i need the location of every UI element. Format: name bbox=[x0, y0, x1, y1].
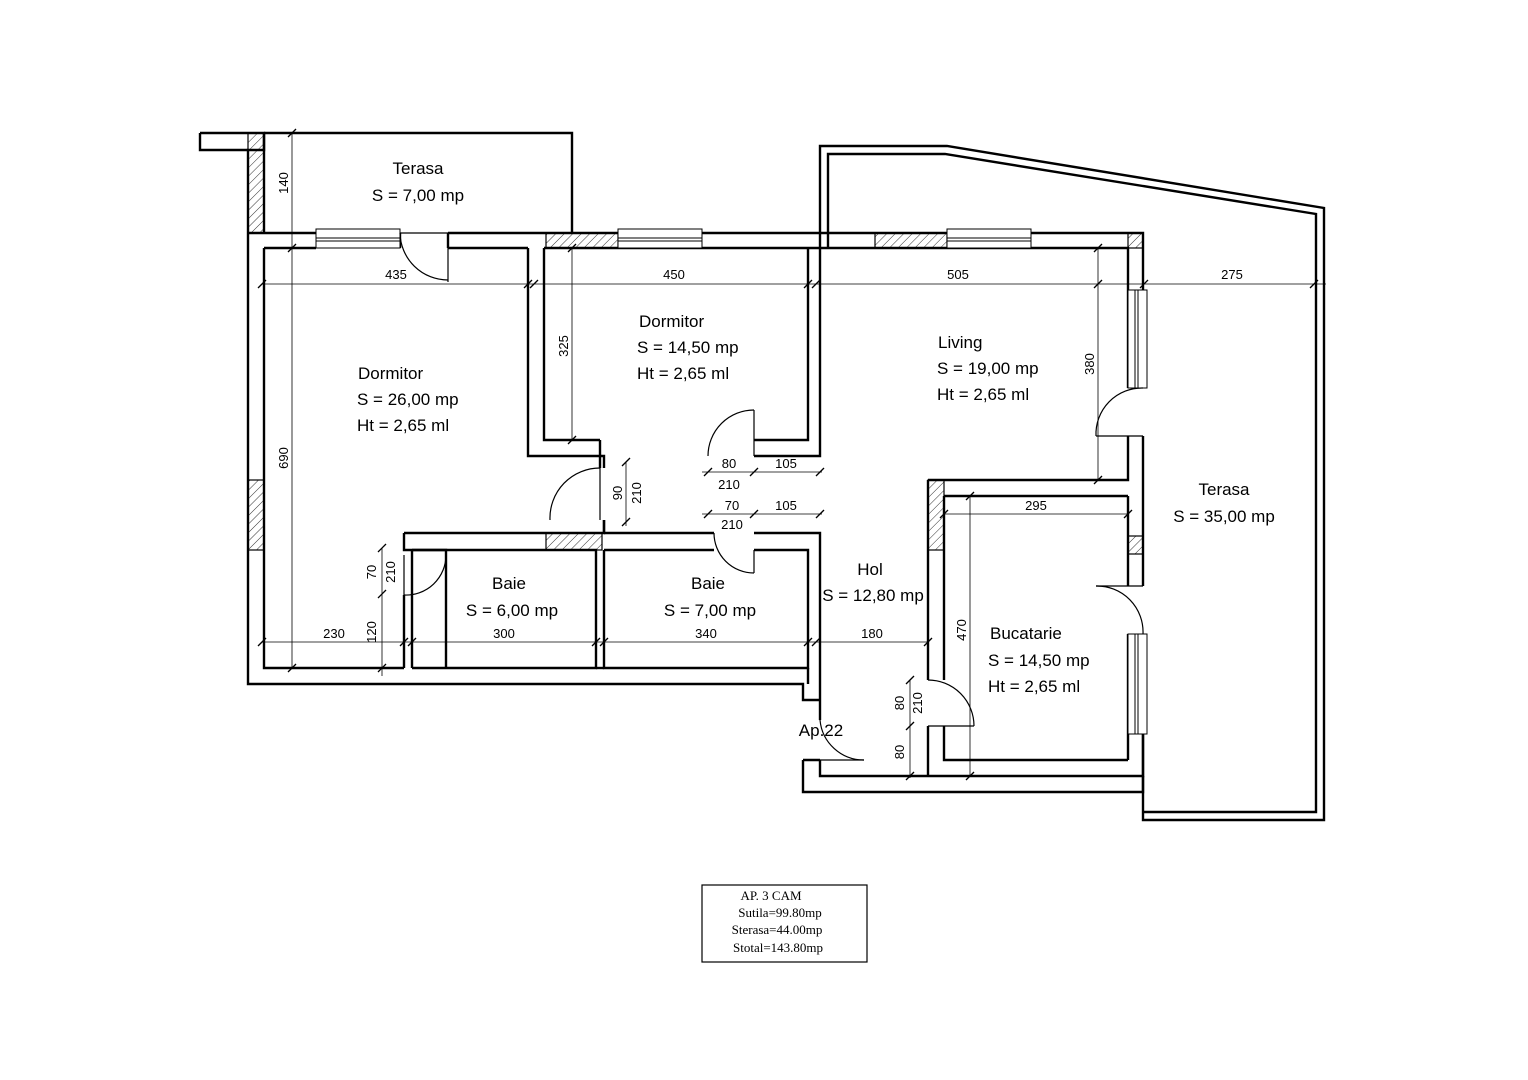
dim-dormitor1-depth: 690 bbox=[276, 447, 291, 469]
dim-bottom-180: 180 bbox=[861, 626, 883, 641]
dim-door-b-210: 210 bbox=[721, 517, 743, 532]
room-labels: Terasa S = 7,00 mp Dormitor S = 26,00 mp… bbox=[357, 159, 1275, 740]
apartment-number: Ap.22 bbox=[799, 721, 843, 740]
dim-dormitor2-depth: 325 bbox=[556, 335, 571, 357]
svg-text:S = 14,50 mp: S = 14,50 mp bbox=[988, 651, 1090, 670]
dim-entry-210: 210 bbox=[910, 692, 925, 714]
svg-text:S = 7,00 mp: S = 7,00 mp bbox=[372, 186, 464, 205]
dim-bucatarie-depth: 470 bbox=[954, 619, 969, 641]
dim-bucatarie-width: 295 bbox=[1025, 498, 1047, 513]
svg-text:Baie: Baie bbox=[492, 574, 526, 593]
dim-door-a-105: 105 bbox=[775, 456, 797, 471]
svg-text:Ht = 2,65 ml: Ht = 2,65 ml bbox=[637, 364, 729, 383]
dim-terasa-depth: 140 bbox=[276, 172, 291, 194]
svg-text:Living: Living bbox=[938, 333, 982, 352]
doors bbox=[399, 232, 1144, 761]
svg-text:Terasa: Terasa bbox=[392, 159, 444, 178]
svg-text:Ht = 2,65 ml: Ht = 2,65 ml bbox=[357, 416, 449, 435]
room-baie-1: Baie S = 6,00 mp bbox=[466, 574, 558, 620]
dim-entry-80-top: 80 bbox=[892, 696, 907, 710]
legend-total: Stotal=143.80mp bbox=[733, 940, 823, 955]
legend-terasa: Sterasa=44.00mp bbox=[732, 922, 823, 937]
dim-living-width: 505 bbox=[947, 267, 969, 282]
legend-title: AP. 3 CAM bbox=[740, 888, 801, 903]
room-dormitor-1: Dormitor S = 26,00 mp Ht = 2,65 ml bbox=[357, 364, 459, 435]
svg-text:Dormitor: Dormitor bbox=[358, 364, 424, 383]
room-terasa-e: Terasa S = 35,00 mp bbox=[1173, 480, 1275, 526]
svg-text:Baie: Baie bbox=[691, 574, 725, 593]
legend-utila: Sutila=99.80mp bbox=[738, 905, 822, 920]
dim-door-c-210: 210 bbox=[629, 482, 644, 504]
room-living: Living S = 19,00 mp Ht = 2,65 ml bbox=[937, 333, 1039, 404]
dim-door-c-90: 90 bbox=[610, 486, 625, 500]
svg-text:S = 26,00 mp: S = 26,00 mp bbox=[357, 390, 459, 409]
svg-text:Hol: Hol bbox=[857, 560, 883, 579]
dim-door-b-105: 105 bbox=[775, 498, 797, 513]
room-baie-2: Baie S = 7,00 mp bbox=[664, 574, 756, 620]
dim-entry-80-bottom: 80 bbox=[892, 745, 907, 759]
svg-text:Ht = 2,65 ml: Ht = 2,65 ml bbox=[988, 677, 1080, 696]
room-dormitor-2: Dormitor S = 14,50 mp Ht = 2,65 ml bbox=[637, 312, 739, 383]
dim-door-d-70: 70 bbox=[364, 565, 379, 579]
svg-text:S = 12,80 mp: S = 12,80 mp bbox=[822, 586, 924, 605]
dim-door-a-80: 80 bbox=[722, 456, 736, 471]
dim-dormitor2-width: 450 bbox=[663, 267, 685, 282]
svg-text:S = 35,00 mp: S = 35,00 mp bbox=[1173, 507, 1275, 526]
dim-door-d-120: 120 bbox=[364, 621, 379, 643]
dim-terasa-e-width: 275 bbox=[1221, 267, 1243, 282]
dim-dormitor1-width: 435 bbox=[385, 267, 407, 282]
structural-columns bbox=[247, 132, 1144, 555]
svg-text:Terasa: Terasa bbox=[1198, 480, 1250, 499]
room-hol: Hol S = 12,80 mp bbox=[822, 560, 924, 605]
dim-door-b-70: 70 bbox=[725, 498, 739, 513]
svg-text:S = 6,00 mp: S = 6,00 mp bbox=[466, 601, 558, 620]
dim-bottom-230: 230 bbox=[323, 626, 345, 641]
legend-box: AP. 3 CAM Sutila=99.80mp Sterasa=44.00mp… bbox=[701, 884, 868, 963]
dim-door-d-210: 210 bbox=[383, 561, 398, 583]
svg-text:Bucatarie: Bucatarie bbox=[990, 624, 1062, 643]
dimension-lines bbox=[257, 128, 1326, 781]
room-terasa-nw: Terasa S = 7,00 mp bbox=[372, 159, 464, 205]
svg-text:S = 19,00 mp: S = 19,00 mp bbox=[937, 359, 1039, 378]
svg-text:Ht = 2,65 ml: Ht = 2,65 ml bbox=[937, 385, 1029, 404]
dim-door-a-210: 210 bbox=[718, 477, 740, 492]
room-bucatarie: Bucatarie S = 14,50 mp Ht = 2,65 ml bbox=[988, 624, 1090, 696]
svg-text:S = 14,50 mp: S = 14,50 mp bbox=[637, 338, 739, 357]
svg-text:Dormitor: Dormitor bbox=[639, 312, 705, 331]
dim-living-depth: 380 bbox=[1082, 353, 1097, 375]
dim-bottom-340: 340 bbox=[695, 626, 717, 641]
dim-bottom-300: 300 bbox=[493, 626, 515, 641]
dimension-labels: 140 435 450 505 275 325 380 690 80 105 2… bbox=[276, 172, 1243, 759]
svg-text:S = 7,00 mp: S = 7,00 mp bbox=[664, 601, 756, 620]
